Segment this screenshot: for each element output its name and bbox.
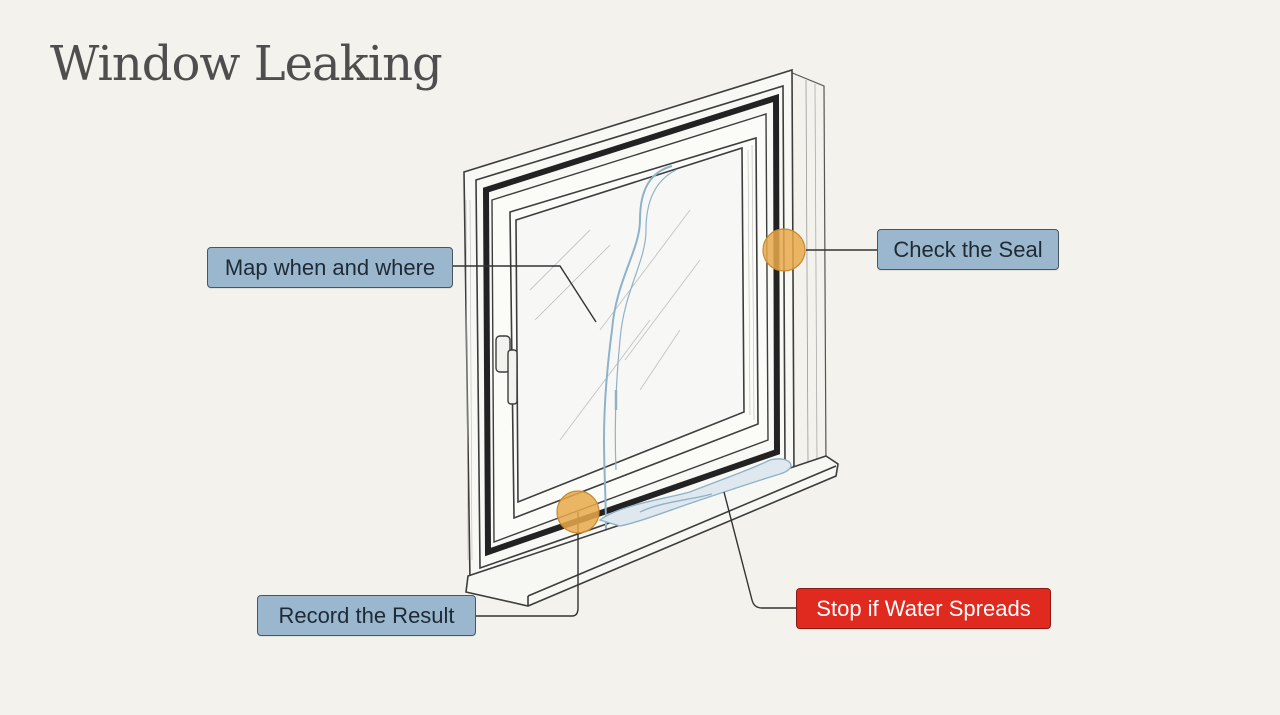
wall-edge bbox=[789, 71, 827, 471]
window-handle bbox=[495, 335, 518, 405]
seal-marker bbox=[762, 228, 806, 272]
frame-shading bbox=[465, 144, 755, 561]
window-frame bbox=[463, 68, 795, 582]
map-when-where-label: Map when and where bbox=[207, 247, 453, 288]
markers bbox=[556, 228, 806, 534]
water-puddle bbox=[598, 458, 792, 527]
stop-water-spreads-label: Stop if Water Spreads bbox=[796, 588, 1051, 629]
water-streak bbox=[602, 165, 677, 531]
page-title: Window Leaking bbox=[50, 36, 443, 92]
check-seal-label: Check the Seal bbox=[877, 229, 1059, 270]
leader-lines bbox=[452, 249, 878, 617]
record-marker bbox=[556, 490, 600, 534]
window-sill bbox=[465, 455, 839, 607]
record-result-label: Record the Result bbox=[257, 595, 476, 636]
